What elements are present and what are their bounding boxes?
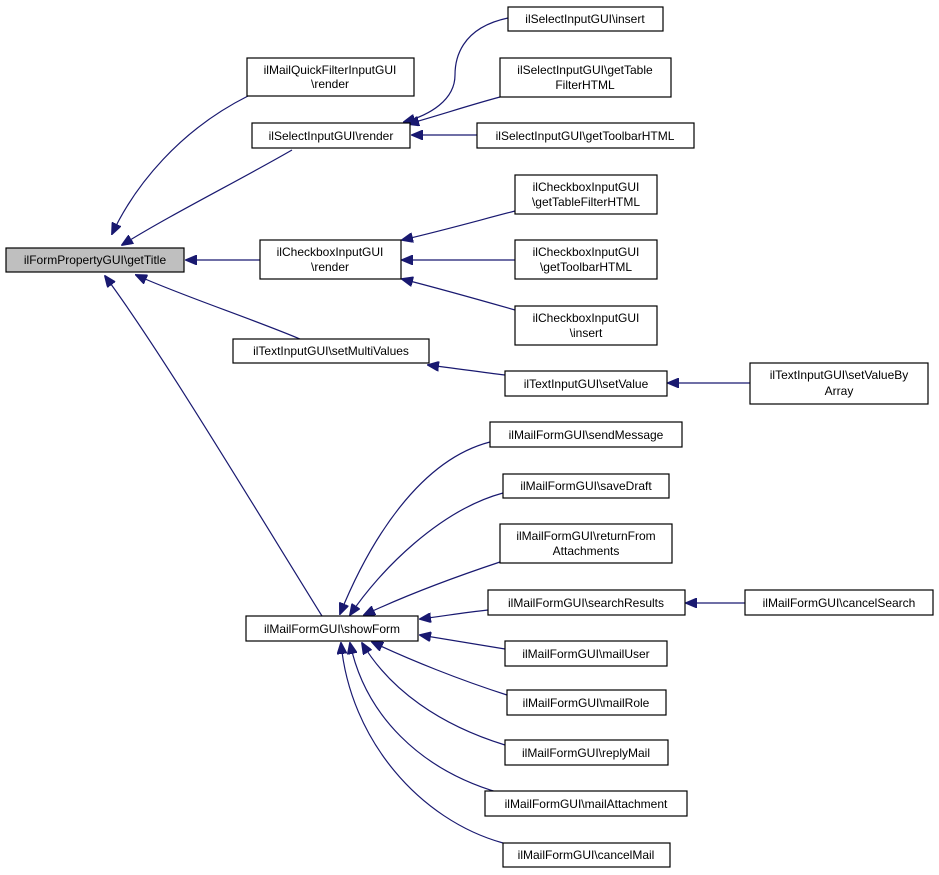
- node-quickfilter-render[interactable]: ilMailQuickFilterInputGUI \render: [246, 57, 415, 97]
- node-setvalue[interactable]: ilTextInputGUI\setValue: [504, 370, 668, 397]
- node-searchresults[interactable]: ilMailFormGUI\searchResults: [487, 589, 686, 616]
- node-savedraft[interactable]: ilMailFormGUI\saveDraft: [502, 473, 670, 499]
- node-select-render[interactable]: ilSelectInputGUI\render: [251, 122, 411, 149]
- node-label: \getToolbarHTML: [540, 260, 632, 274]
- node-label: ilMailFormGUI\saveDraft: [520, 479, 652, 493]
- node-returnfrom-attachments[interactable]: ilMailFormGUI\returnFrom Attachments: [499, 523, 673, 564]
- node-label: ilMailFormGUI\sendMessage: [509, 428, 664, 442]
- edge-searchresults-to-showform: [420, 609, 489, 619]
- node-label: Attachments: [553, 544, 620, 558]
- node-select-tablefilter[interactable]: ilSelectInputGUI\getTable FilterHTML: [499, 57, 672, 98]
- edge-mailrole-to-showform: [372, 642, 508, 696]
- node-mailattachment[interactable]: ilMailFormGUI\mailAttachment: [484, 790, 688, 817]
- node-cancelsearch[interactable]: ilMailFormGUI\cancelSearch: [744, 589, 934, 616]
- node-showform[interactable]: ilMailFormGUI\showForm: [245, 615, 419, 642]
- edge-mailattachment-to-showform: [350, 643, 501, 794]
- edge-mailuser-to-showform: [420, 635, 506, 650]
- node-label: ilMailFormGUI\cancelMail: [518, 848, 655, 862]
- node-label: \getTableFilterHTML: [532, 195, 640, 209]
- node-gettitle[interactable]: ilFormPropertyGUI\getTitle: [5, 247, 185, 273]
- edge-savedraft-to-showform: [350, 492, 504, 615]
- node-setvaluebyarray[interactable]: ilTextInputGUI\setValueBy Array: [749, 362, 929, 405]
- node-checkbox-toolbar[interactable]: ilCheckboxInputGUI \getToolbarHTML: [514, 239, 658, 280]
- node-label: ilMailQuickFilterInputGUI: [264, 63, 397, 77]
- edge-checkboxtablefilter-to-checkboxrender: [402, 210, 516, 240]
- node-label: Array: [825, 384, 854, 398]
- node-mailuser[interactable]: ilMailFormGUI\mailUser: [504, 640, 668, 667]
- edge-returnfrom-to-showform: [364, 561, 501, 615]
- node-label: ilCheckboxInputGUI: [533, 180, 640, 194]
- edge-cancelmail-to-showform: [341, 643, 504, 844]
- node-setmultivalues[interactable]: ilTextInputGUI\setMultiValues: [232, 338, 430, 364]
- node-checkbox-tablefilter[interactable]: ilCheckboxInputGUI \getTableFilterHTML: [514, 174, 658, 215]
- edge-selectrender-to-gettitle: [122, 149, 293, 245]
- node-label: FilterHTML: [555, 78, 615, 92]
- node-label: ilTextInputGUI\setMultiValues: [253, 344, 409, 358]
- edge-setmultivalues-to-gettitle: [136, 275, 301, 340]
- node-label: ilSelectInputGUI\getTable: [517, 63, 653, 77]
- node-label: ilMailFormGUI\cancelSearch: [763, 596, 916, 610]
- node-label: \insert: [570, 326, 603, 340]
- node-label: ilTextInputGUI\setValue: [524, 377, 649, 391]
- edge-selecttablefilter-to-selectrender: [408, 96, 501, 124]
- edge-selectinsert-to-selectrender: [404, 17, 509, 122]
- node-label: ilTextInputGUI\setValueBy: [770, 368, 909, 382]
- node-label: ilCheckboxInputGUI: [533, 311, 640, 325]
- node-label: ilFormPropertyGUI\getTitle: [24, 253, 167, 267]
- node-label: ilMailFormGUI\searchResults: [508, 596, 664, 610]
- node-cancelmail[interactable]: ilMailFormGUI\cancelMail: [502, 842, 671, 868]
- node-sendmessage[interactable]: ilMailFormGUI\sendMessage: [489, 421, 683, 448]
- node-select-insert[interactable]: ilSelectInputGUI\insert: [507, 6, 664, 32]
- node-replymail[interactable]: ilMailFormGUI\replyMail: [504, 739, 669, 766]
- node-label: ilMailFormGUI\mailRole: [523, 696, 650, 710]
- node-select-toolbar[interactable]: ilSelectInputGUI\getToolbarHTML: [476, 122, 695, 149]
- node-label: ilCheckboxInputGUI: [277, 245, 384, 259]
- node-label: ilCheckboxInputGUI: [533, 245, 640, 259]
- node-label: ilSelectInputGUI\render: [269, 129, 394, 143]
- node-checkbox-render[interactable]: ilCheckboxInputGUI \render: [259, 239, 402, 280]
- node-label: ilMailFormGUI\replyMail: [522, 746, 650, 760]
- node-label: ilMailFormGUI\returnFrom: [516, 529, 655, 543]
- node-label: ilSelectInputGUI\getToolbarHTML: [496, 129, 675, 143]
- edge-replymail-to-showform: [362, 643, 506, 746]
- edge-sendmessage-to-showform: [340, 441, 491, 614]
- node-label: ilMailFormGUI\mailUser: [522, 647, 649, 661]
- edge-setvalue-to-setmultivalues: [428, 365, 506, 376]
- node-label: ilMailFormGUI\mailAttachment: [505, 797, 668, 811]
- node-mailrole[interactable]: ilMailFormGUI\mailRole: [506, 689, 667, 716]
- node-checkbox-insert[interactable]: ilCheckboxInputGUI \insert: [514, 305, 658, 346]
- node-label: \render: [311, 260, 349, 274]
- edge-showform-to-gettitle: [105, 276, 323, 617]
- node-label: ilSelectInputGUI\insert: [525, 12, 645, 26]
- node-label: ilMailFormGUI\showForm: [264, 622, 400, 636]
- edge-checkboxinsert-to-checkboxrender: [402, 279, 516, 311]
- edge-quickfilter-to-gettitle: [112, 95, 249, 234]
- node-label: \render: [311, 77, 349, 91]
